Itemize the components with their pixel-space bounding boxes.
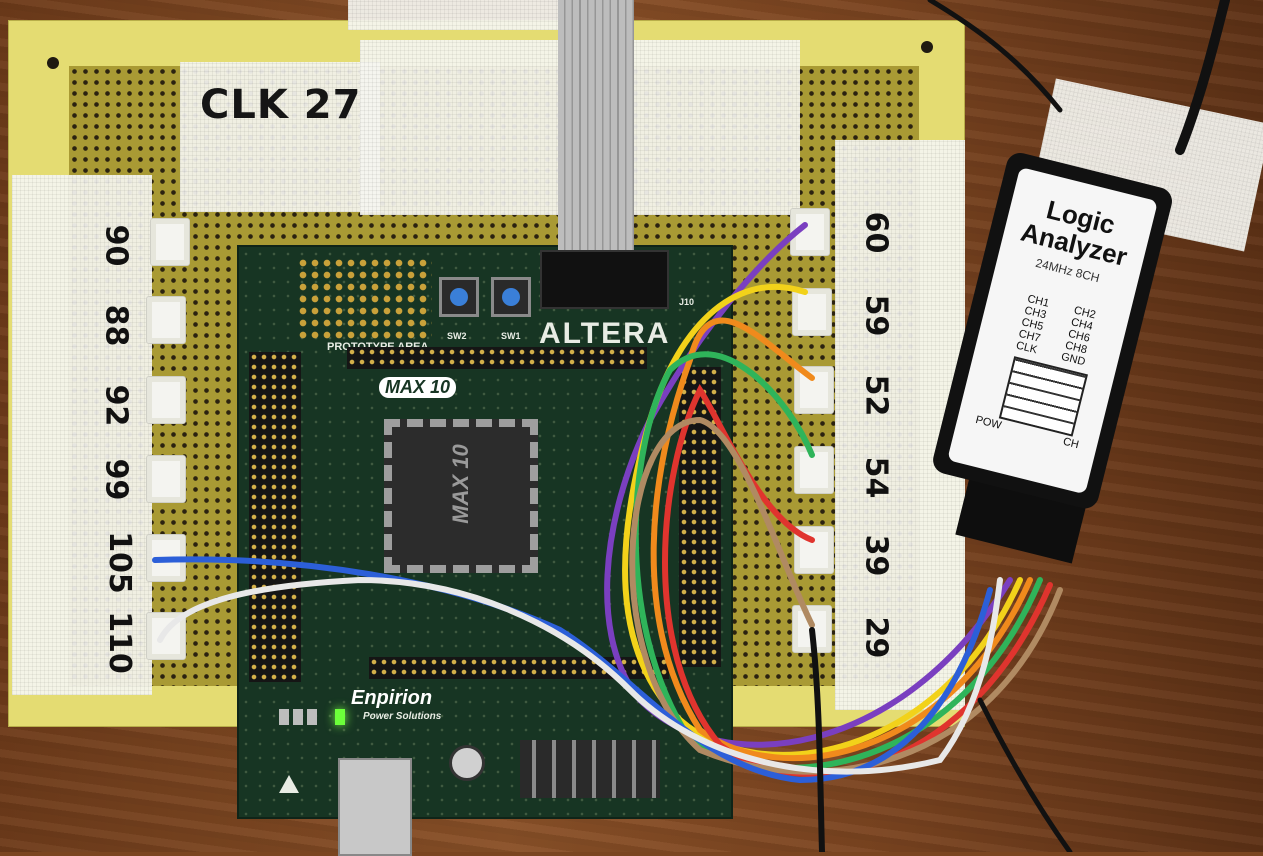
mount-hole — [921, 41, 933, 53]
pin-connector — [150, 218, 190, 266]
led — [293, 709, 303, 725]
wire-orange — [650, 317, 1033, 762]
capacitor — [449, 745, 485, 781]
pin-connector — [794, 366, 834, 414]
push-button[interactable] — [491, 277, 531, 317]
tape-strip — [348, 0, 568, 30]
dip-switch[interactable] — [520, 740, 660, 798]
mount-hole — [47, 57, 59, 69]
max10-logo: MAX 10 — [379, 377, 457, 398]
led-power-on — [335, 709, 345, 725]
pin-connector — [792, 288, 832, 336]
esd-warning-icon — [279, 775, 299, 793]
header-label: J10 — [679, 297, 695, 307]
wire-black — [809, 627, 825, 852]
analyzer-usb-cable — [1175, 0, 1230, 155]
wire-brown — [629, 416, 1063, 775]
fpga-dev-board: PROTOTYPE AREA SW2 SW1 ALTERA J10 MAX 10… — [237, 245, 733, 819]
wire-blue — [152, 556, 993, 784]
enpirion-logo: Enpirion — [351, 687, 433, 709]
clk-label: CLK 27 — [200, 82, 362, 128]
cable-black — [927, 0, 1063, 113]
pin-connector — [146, 296, 186, 344]
led — [279, 709, 289, 725]
ribbon-connector — [540, 250, 669, 309]
wire-yellow — [622, 284, 1023, 758]
button-label: SW2 — [447, 331, 467, 341]
prototype-area-pads — [297, 257, 432, 342]
altera-logo: ALTERA — [539, 317, 671, 350]
pin-connector — [146, 455, 186, 503]
tape-right-labels — [835, 140, 965, 710]
led — [307, 709, 317, 725]
cable-black — [977, 697, 1073, 852]
pin-header — [249, 352, 301, 682]
tape-left-labels — [12, 175, 152, 695]
analyzer-pin-diagram — [998, 356, 1088, 437]
enpirion-sub: Power Solutions — [363, 711, 442, 722]
pin-header — [369, 657, 669, 679]
wire-green — [632, 351, 1043, 771]
ch-label: CH — [1061, 435, 1081, 452]
fpga-chip: MAX 10 — [384, 419, 538, 573]
push-button[interactable] — [439, 277, 479, 317]
button-label: SW1 — [501, 331, 521, 341]
tape-label-clk — [180, 62, 380, 212]
wire-white — [157, 576, 1003, 775]
pin-connector — [146, 376, 186, 424]
pin-header — [347, 347, 647, 369]
